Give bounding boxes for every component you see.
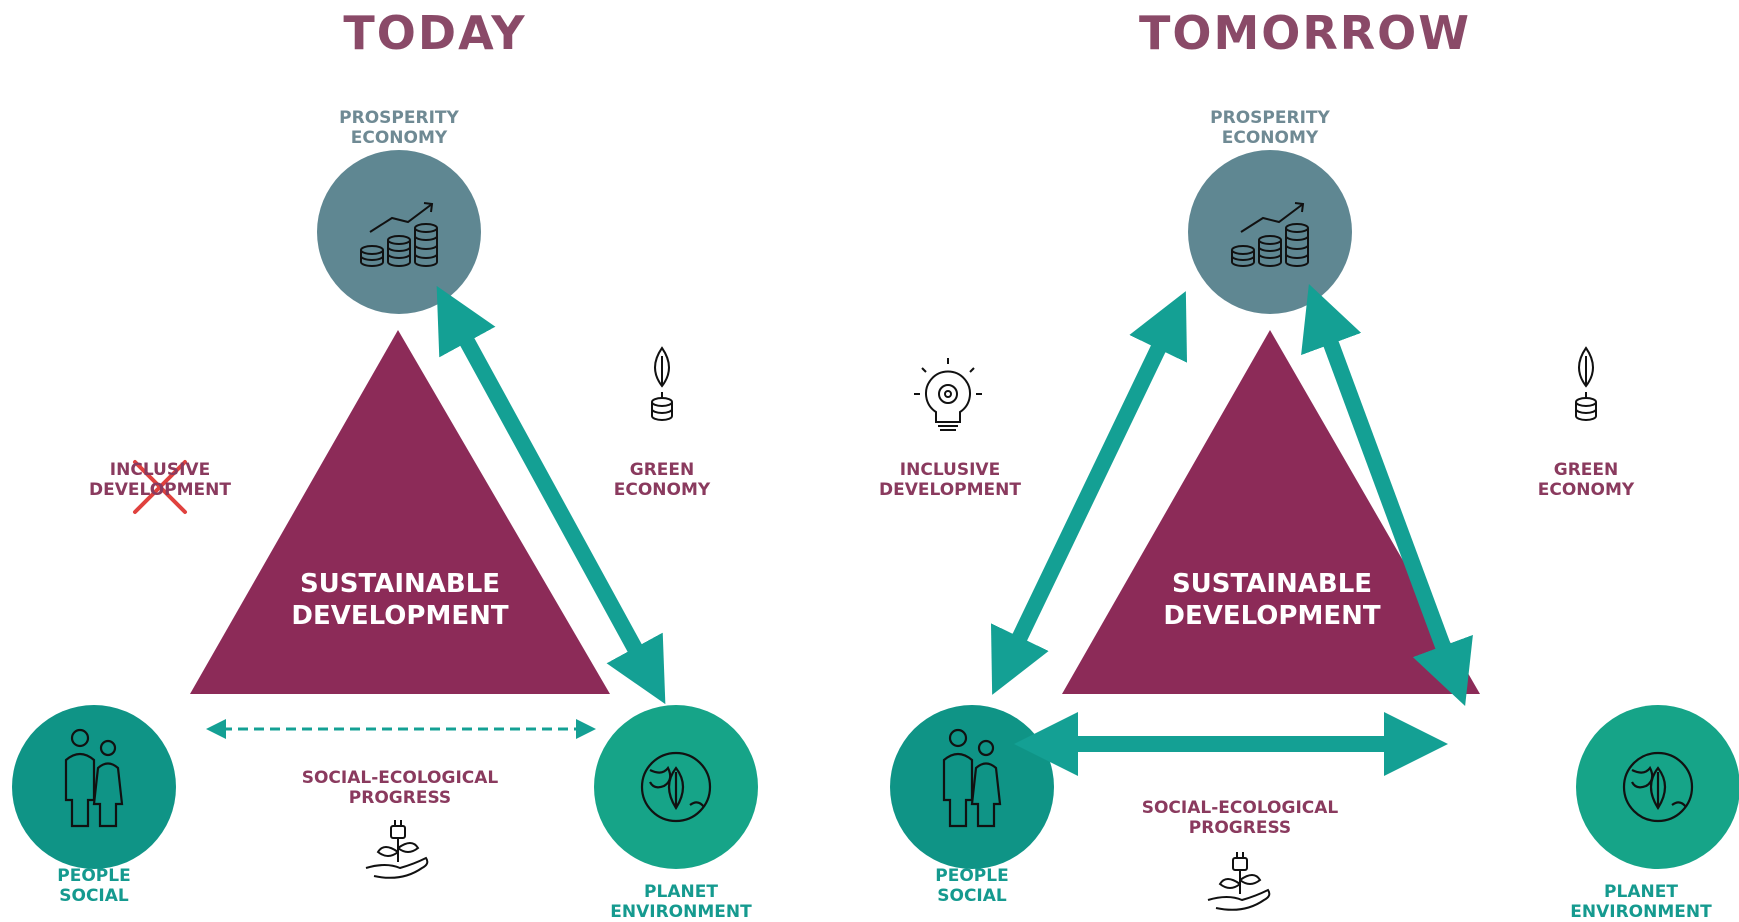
prosperity-node [317,150,481,314]
panel-today: TODAY PROSPERITY ECONOMY INCLUSIVE DEVEL… [12,6,758,922]
prosperity-label: PROSPERITY ECONOMY [339,108,459,148]
green-economy-arrow [1301,283,1473,707]
panel-title-tomorrow: TOMORROW [1138,6,1472,60]
leaf-coins-icon [1575,346,1597,421]
panel-title-today: TODAY [343,6,527,60]
planet-label: PLANET ENVIRONMENT [610,882,752,922]
family-icon [942,728,1002,828]
today-diagram [12,150,758,879]
family-icon [64,728,124,828]
inclusive-development-label: INCLUSIVE DEVELOPMENT [89,460,231,500]
red-cross-icon [133,460,187,514]
hand-plant-plug-icon [365,820,429,879]
globe-leaf-icon [1622,751,1694,823]
people-node [890,705,1054,869]
coins-growth-icon [360,202,438,267]
tomorrow-diagram [890,150,1739,911]
sustainable-triangle [190,330,610,694]
globe-leaf-icon [640,751,712,823]
lightbulb-gear-icon [914,358,982,431]
hand-plant-plug-icon [1207,852,1271,911]
green-economy-label: GREEN ECONOMY [613,460,711,500]
social-ecological-label: SOCIAL-ECOLOGICAL PROGRESS [301,768,499,808]
prosperity-label: PROSPERITY ECONOMY [1210,108,1330,148]
planet-node [594,705,758,869]
sustainable-triangle [1062,330,1480,694]
dashed-arrowhead-right [576,719,596,739]
panel-tomorrow: TOMORROW PROSPERITY ECONOMY INCLUSIVE DE… [870,0,1739,922]
sustainable-development-label: SUSTAINABLE DEVELOPMENT [291,569,509,631]
green-economy-arrow [436,285,666,705]
people-label: PEOPLE SOCIAL [57,866,131,906]
social-ecological-label: SOCIAL-ECOLOGICAL PROGRESS [1141,798,1339,838]
people-label: PEOPLE SOCIAL [935,866,1009,906]
prosperity-node [1188,150,1352,314]
green-economy-label: GREEN ECONOMY [1537,460,1635,500]
inclusive-development-label: INCLUSIVE DEVELOPMENT [879,460,1021,500]
dashed-arrowhead-left [206,719,226,739]
coins-growth-icon [1231,202,1309,267]
sustainable-development-label: SUSTAINABLE DEVELOPMENT [1163,569,1381,631]
planet-node [1576,705,1739,869]
leaf-coins-icon [651,346,673,421]
planet-label: PLANET ENVIRONMENT [1570,882,1712,922]
inclusive-development-arrow [990,291,1188,695]
people-node [12,705,176,869]
